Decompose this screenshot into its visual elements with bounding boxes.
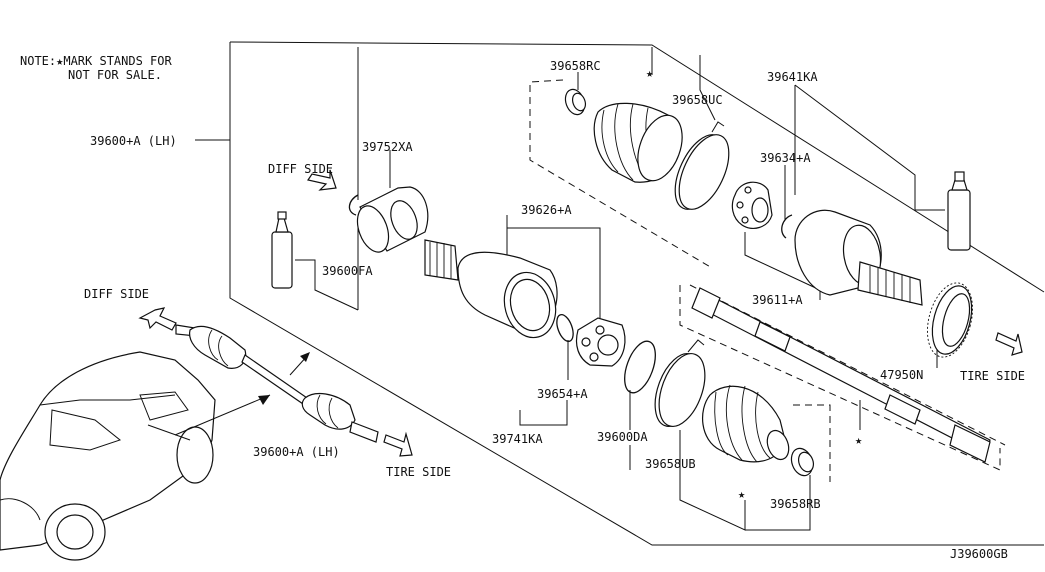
- grease-tube-upper: [947, 171, 971, 251]
- not-for-sale-stars: ★ ★ ★: [646, 66, 862, 501]
- vehicle-illustration: [0, 351, 310, 561]
- driveshaft-assembly-small: [175, 324, 379, 443]
- tripod-39626a: [575, 317, 626, 367]
- label-diff-side-upper: DIFF SIDE: [268, 162, 333, 176]
- sensor-ring-47950n: [927, 282, 973, 358]
- label-diff-side-lower: DIFF SIDE: [84, 287, 149, 301]
- label-47950n: 47950N: [880, 368, 923, 382]
- note-line-1: NOTE:★MARK STANDS FOR: [20, 54, 172, 68]
- label-39752xa: 39752XA: [362, 140, 413, 154]
- label-assembly-lh-bottom: 39600+A (LH): [253, 445, 340, 459]
- snap-ring-39600fa: [348, 194, 359, 216]
- inner-race-39611a: [731, 181, 773, 229]
- part-labels: 39600+A (LH) 39752XA 39600FA 39658RC 396…: [90, 59, 923, 511]
- label-39658rb: 39658RB: [770, 497, 821, 511]
- inner-boot: [702, 384, 790, 463]
- star-mark-shaft: ★: [855, 433, 862, 447]
- label-39658ub: 39658UB: [645, 457, 696, 471]
- diff-side-arrow-lower: [138, 307, 177, 331]
- tire-side-arrow-lower: [383, 431, 413, 457]
- outer-joint-housing-39641ka: [794, 209, 923, 306]
- dashed-group-lines: [529, 79, 1006, 482]
- clamp-39658rb: [790, 447, 815, 477]
- leader-lines: [195, 47, 945, 531]
- band-39658uc: [674, 121, 730, 210]
- label-39626a: 39626+A: [521, 203, 572, 217]
- label-assembly-lh-top: 39600+A (LH): [90, 134, 177, 148]
- grease-tube-39600fa: [271, 211, 293, 289]
- label-39654a: 39654+A: [537, 387, 588, 401]
- outer-boot: [593, 102, 683, 183]
- label-39600da: 39600DA: [597, 430, 648, 444]
- direction-arrows: [138, 169, 1023, 457]
- note: NOTE:★MARK STANDS FOR NOT FOR SALE.: [20, 54, 172, 82]
- star-mark-39658uc: ★: [646, 66, 653, 80]
- seal-39752xa: [356, 186, 429, 253]
- ring-39600da: [624, 340, 656, 394]
- label-tire-side-lower: TIRE SIDE: [386, 465, 451, 479]
- clamp-39658rc: [564, 88, 587, 116]
- label-39741ka: 39741KA: [492, 432, 543, 446]
- direction-labels: DIFF SIDE DIFF SIDE TIRE SIDE TIRE SIDE: [84, 162, 1025, 479]
- band-39658ub: [654, 339, 706, 427]
- label-39611a: 39611+A: [752, 293, 803, 307]
- inner-joint-housing-39741ka: [424, 239, 558, 339]
- tire-side-arrow-upper: [995, 332, 1023, 356]
- label-tire-side-upper: TIRE SIDE: [960, 369, 1025, 383]
- note-line-2: NOT FOR SALE.: [68, 68, 162, 82]
- diff-side-arrow-upper: [307, 169, 337, 191]
- label-39658rc: 39658RC: [550, 59, 601, 73]
- label-39658uc: 39658UC: [672, 93, 723, 107]
- snap-ring-39654a: [556, 313, 574, 343]
- shaft: [691, 287, 991, 463]
- label-39641ka: 39641KA: [767, 70, 818, 84]
- label-39600fa: 39600FA: [322, 264, 373, 278]
- snap-ring-39634a: [781, 214, 793, 239]
- label-39634a: 39634+A: [760, 151, 811, 165]
- diagram-code: J39600GB: [950, 547, 1008, 561]
- exploded-view-frame: [229, 41, 1045, 546]
- star-mark-39658ub: ★: [738, 487, 745, 501]
